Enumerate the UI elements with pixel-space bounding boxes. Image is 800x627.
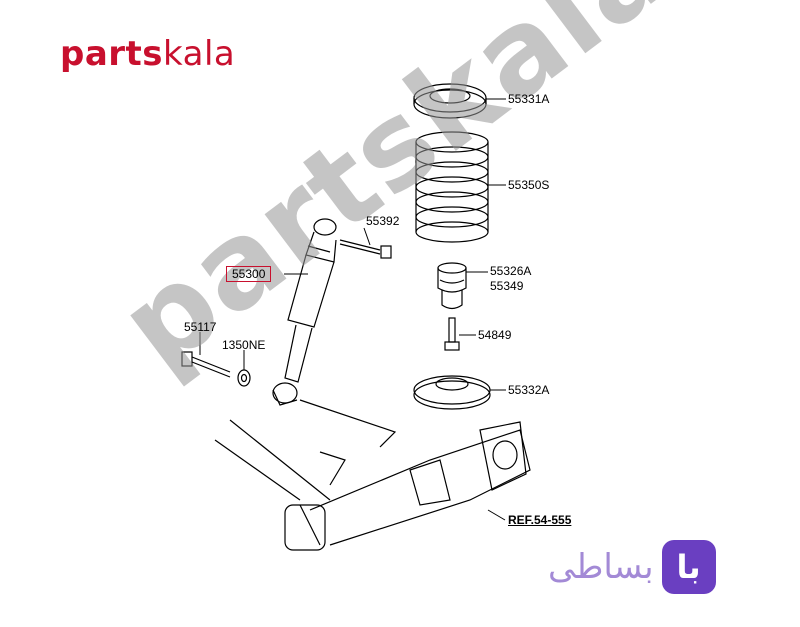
callout-55300: 55300 xyxy=(226,266,272,282)
reference-label: REF.54-555 xyxy=(508,513,572,527)
callout-55392: 55392 xyxy=(366,214,400,228)
callout-55117: 55117 xyxy=(184,320,217,334)
bolt-55117 xyxy=(181,351,231,378)
bolt-55392 xyxy=(339,239,392,259)
callout-55326A: 55326A xyxy=(490,264,532,278)
brand-text: بساطی xyxy=(548,547,654,587)
callout-55350S: 55350S xyxy=(508,178,550,192)
torsion-beam xyxy=(214,399,531,551)
partskala-logo: partskala xyxy=(60,34,236,74)
washer-1350NE xyxy=(237,369,251,387)
lower-spring-seat xyxy=(413,375,491,410)
basati-brand: بساطی با xyxy=(548,540,716,594)
callout-55332A: 55332A xyxy=(508,383,550,397)
callout-55331A: 55331A xyxy=(508,92,550,106)
bolt-54849 xyxy=(444,317,460,351)
coil-spring xyxy=(415,131,489,243)
bump-stopper xyxy=(437,262,467,310)
callout-1350NE: 1350NE xyxy=(222,338,266,352)
shock-absorber xyxy=(272,218,337,406)
callout-54849: 54849 xyxy=(478,328,512,342)
callout-55349: 55349 xyxy=(490,279,524,293)
brand-badge: با xyxy=(661,540,716,594)
leader-lines xyxy=(199,98,506,521)
